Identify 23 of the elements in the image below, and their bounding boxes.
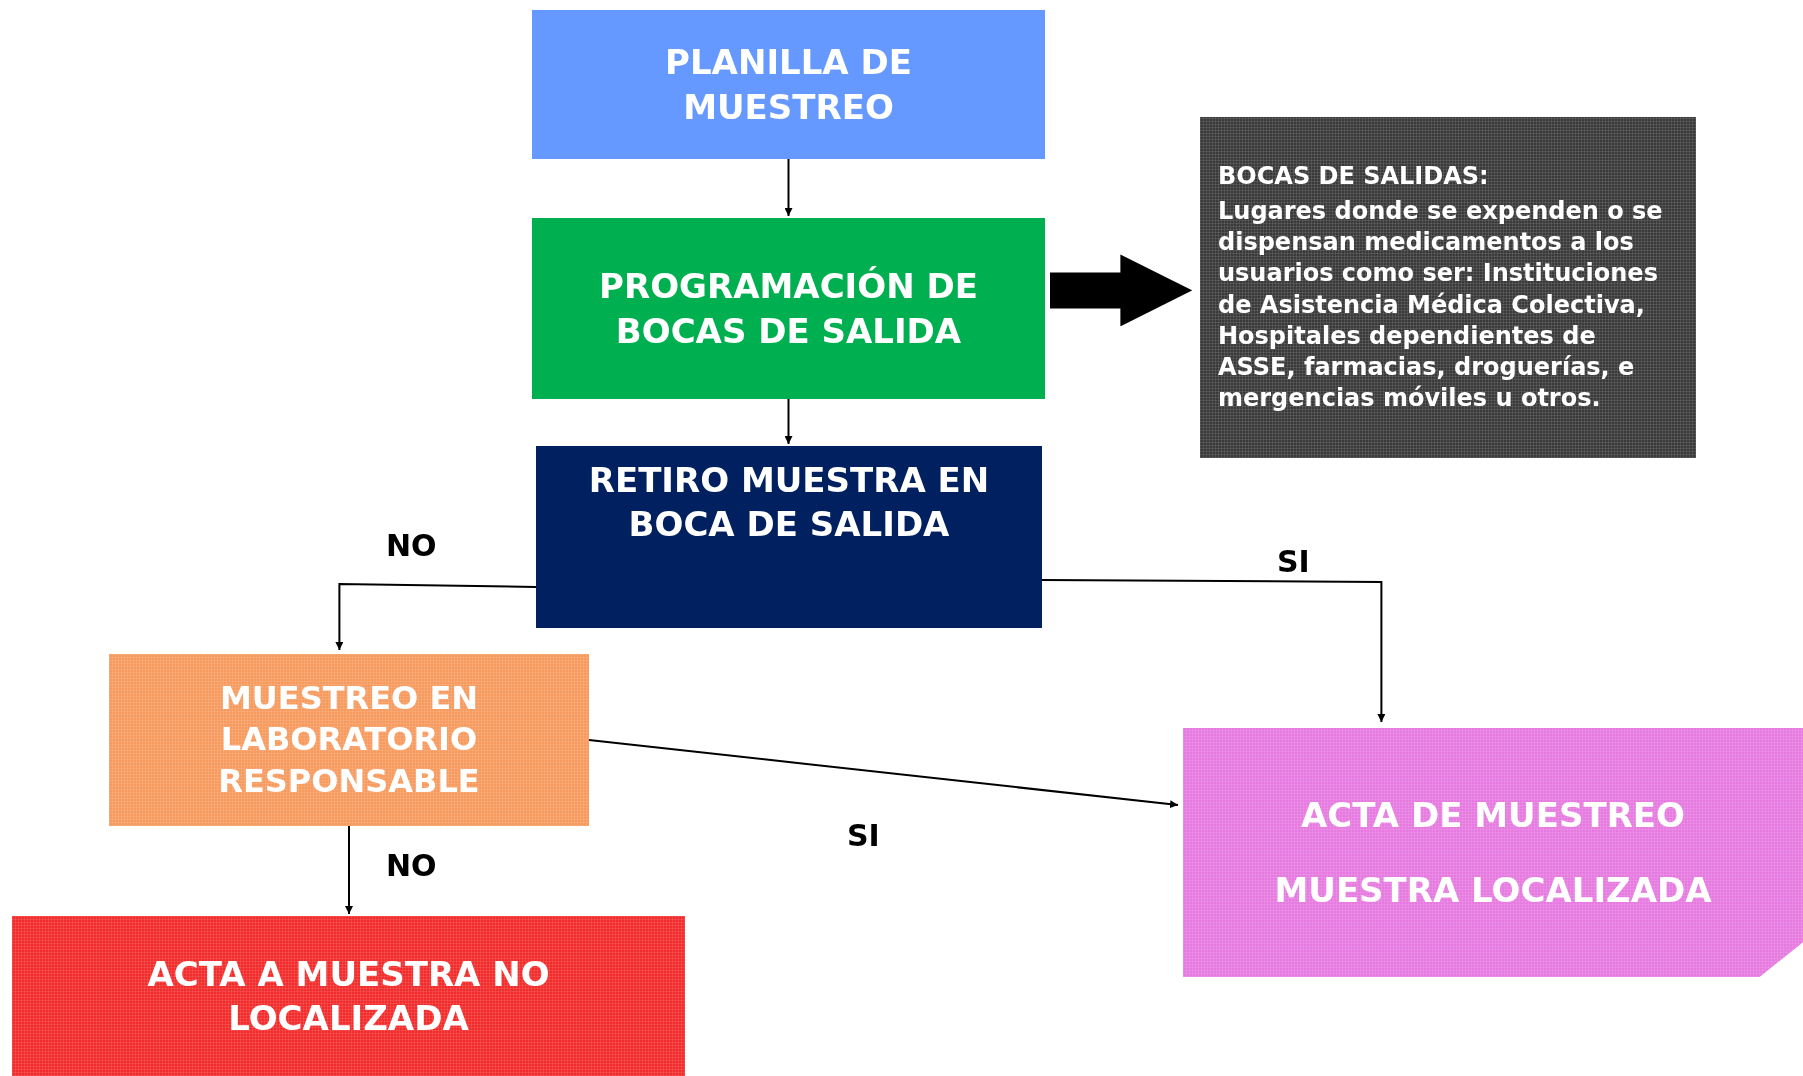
arrow bbox=[345, 825, 353, 915]
arrow bbox=[784, 158, 793, 217]
box-text: PLANILLA DE MUESTREO bbox=[664, 41, 913, 129]
box-text: ACTA A MUESTRA NO LOCALIZADA bbox=[146, 952, 551, 1040]
block-arrow bbox=[1050, 254, 1193, 327]
arrow bbox=[335, 583, 537, 651]
process-box bbox=[109, 654, 589, 826]
box-text: MUESTRA LOCALIZADA bbox=[1274, 868, 1712, 912]
box-text: RETIRO MUESTRA EN BOCA DE SALIDA bbox=[587, 459, 991, 547]
box-text: PROGRAMACIÓN DE BOCAS DE SALIDA bbox=[598, 265, 979, 353]
process-box bbox=[1200, 117, 1696, 458]
arrow bbox=[1041, 579, 1386, 723]
process-box bbox=[532, 218, 1045, 399]
process-box bbox=[12, 916, 685, 1076]
process-box bbox=[532, 10, 1045, 159]
arrow bbox=[784, 398, 793, 445]
box-text: Lugares donde se expenden o se dispensan medicamentos a los usuarios como ser: Instituciones de Asistencia Médica Colectiva, Hospitales dependientes de ASSE, farmacias, droguerías, e mergencias móviles u otros. bbox=[1218, 195, 1664, 415]
box-text: MUESTREO EN LABORATORIO RESPONSABLE bbox=[217, 677, 481, 802]
arrow bbox=[588, 739, 1179, 809]
process-box bbox=[1183, 728, 1803, 977]
box-heading: BOCAS DE SALIDAS: bbox=[1218, 160, 1489, 192]
box-text: ACTA DE MUESTREO bbox=[1301, 794, 1685, 838]
process-box bbox=[536, 446, 1042, 628]
